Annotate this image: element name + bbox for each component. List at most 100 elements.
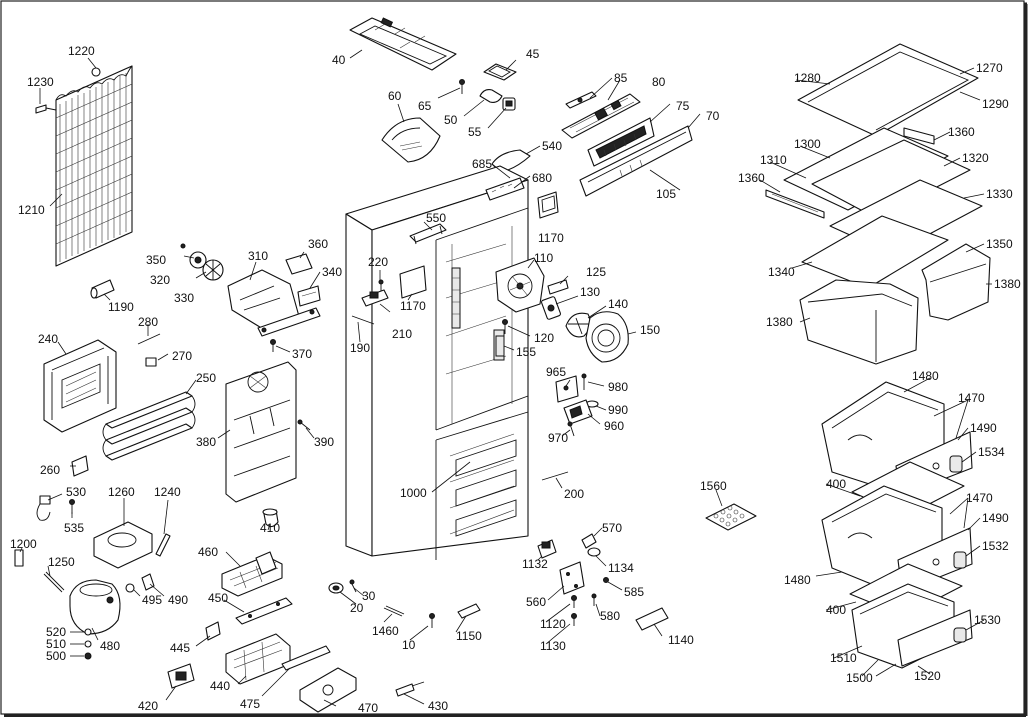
pin-980 bbox=[581, 373, 587, 390]
label-280: 280 bbox=[138, 315, 158, 329]
fan-330 bbox=[202, 259, 224, 281]
label-490: 490 bbox=[168, 593, 188, 607]
label-440: 440 bbox=[210, 679, 230, 693]
egg-tray-1560 bbox=[705, 503, 757, 531]
label-65: 65 bbox=[418, 99, 432, 113]
bracket-210 bbox=[361, 289, 389, 307]
label-200: 200 bbox=[564, 487, 584, 501]
label-1000: 1000 bbox=[400, 486, 427, 500]
label-400b: 400 bbox=[826, 603, 846, 617]
label-1150: 1150 bbox=[456, 629, 482, 643]
label-685: 685 bbox=[472, 157, 492, 171]
label-530: 530 bbox=[66, 485, 86, 499]
lamp-cover-45 bbox=[483, 63, 517, 81]
rod-1250 bbox=[43, 571, 65, 593]
bracket-450 bbox=[235, 597, 293, 625]
switch-220 bbox=[378, 279, 384, 292]
cover-1140 bbox=[635, 607, 669, 631]
label-1480a: 1480 bbox=[912, 369, 939, 383]
label-410: 410 bbox=[260, 521, 280, 535]
crisper-1380a bbox=[799, 279, 919, 365]
label-1532: 1532 bbox=[982, 539, 1009, 553]
label-500: 500 bbox=[46, 649, 66, 663]
label-330: 330 bbox=[174, 291, 194, 305]
evaporator-cover-240 bbox=[43, 339, 117, 433]
label-140: 140 bbox=[608, 297, 628, 311]
pipe-1240 bbox=[155, 533, 171, 557]
shelf-rail-1360a bbox=[903, 127, 935, 145]
cover-360 bbox=[285, 253, 313, 275]
shelf-1280 bbox=[797, 43, 979, 137]
screw-1130 bbox=[571, 613, 577, 626]
fan-shroud-150 bbox=[585, 311, 629, 363]
screw-370 bbox=[270, 339, 276, 352]
label-1230: 1230 bbox=[27, 75, 54, 89]
label-220: 220 bbox=[368, 255, 388, 269]
label-550: 550 bbox=[426, 211, 446, 225]
label-130: 130 bbox=[580, 285, 600, 299]
label-495: 495 bbox=[142, 593, 162, 607]
cover-60 bbox=[381, 117, 441, 163]
part-260 bbox=[71, 455, 89, 477]
label-535: 535 bbox=[64, 521, 84, 535]
label-350: 350 bbox=[146, 253, 166, 267]
label-1500: 1500 bbox=[846, 671, 873, 685]
label-1310: 1310 bbox=[760, 153, 787, 167]
label-510: 510 bbox=[46, 637, 66, 651]
cylinder-1190 bbox=[90, 279, 115, 299]
hinge-960 bbox=[563, 399, 593, 425]
control-board-80 bbox=[561, 93, 641, 139]
evaporator-cover-310 bbox=[227, 269, 321, 337]
label-1170a: 1170 bbox=[400, 299, 426, 313]
label-1530: 1530 bbox=[974, 613, 1001, 627]
label-320: 320 bbox=[150, 273, 170, 287]
cover-1260 bbox=[93, 521, 153, 569]
label-105: 105 bbox=[656, 187, 676, 201]
part-490 bbox=[141, 573, 155, 591]
label-1460: 1460 bbox=[372, 624, 399, 638]
label-1360b: 1360 bbox=[738, 171, 765, 185]
compressor-480 bbox=[69, 579, 121, 635]
label-450: 450 bbox=[208, 591, 228, 605]
label-580: 580 bbox=[600, 609, 620, 623]
label-1250: 1250 bbox=[48, 555, 75, 569]
label-585: 585 bbox=[624, 585, 644, 599]
crisper-1380b bbox=[921, 243, 991, 321]
bar-475 bbox=[281, 645, 331, 671]
panel-70 bbox=[579, 125, 693, 197]
label-340: 340 bbox=[322, 265, 342, 279]
drawer-front-1520 bbox=[897, 609, 973, 667]
bulb-50 bbox=[479, 89, 503, 103]
label-85: 85 bbox=[614, 71, 628, 85]
socket-55 bbox=[502, 97, 516, 111]
label-1320: 1320 bbox=[962, 151, 989, 165]
part-155 bbox=[495, 335, 505, 357]
shelf-1320 bbox=[811, 139, 971, 219]
label-110: 110 bbox=[534, 251, 553, 265]
label-1360a: 1360 bbox=[948, 125, 975, 139]
knob-410 bbox=[262, 508, 279, 528]
label-380: 380 bbox=[196, 435, 216, 449]
evaporator-250 bbox=[102, 391, 196, 461]
label-1290: 1290 bbox=[982, 97, 1009, 111]
label-55: 55 bbox=[468, 125, 482, 139]
label-1470a: 1470 bbox=[958, 391, 985, 405]
cord-530 bbox=[36, 495, 51, 521]
part-340 bbox=[297, 285, 321, 307]
bracket-125 bbox=[547, 279, 569, 295]
hinge-pin-1132 bbox=[537, 539, 557, 559]
label-125: 125 bbox=[586, 265, 606, 279]
part-270 bbox=[145, 357, 157, 367]
label-80: 80 bbox=[652, 75, 666, 89]
label-30: 30 bbox=[362, 589, 376, 603]
label-60: 60 bbox=[388, 89, 402, 103]
label-1140: 1140 bbox=[668, 633, 694, 647]
label-240: 240 bbox=[38, 332, 58, 346]
label-1560: 1560 bbox=[700, 479, 727, 493]
label-570: 570 bbox=[602, 521, 622, 535]
cover-1150 bbox=[457, 603, 481, 619]
label-475: 475 bbox=[240, 697, 260, 711]
pin-280 bbox=[137, 333, 161, 345]
